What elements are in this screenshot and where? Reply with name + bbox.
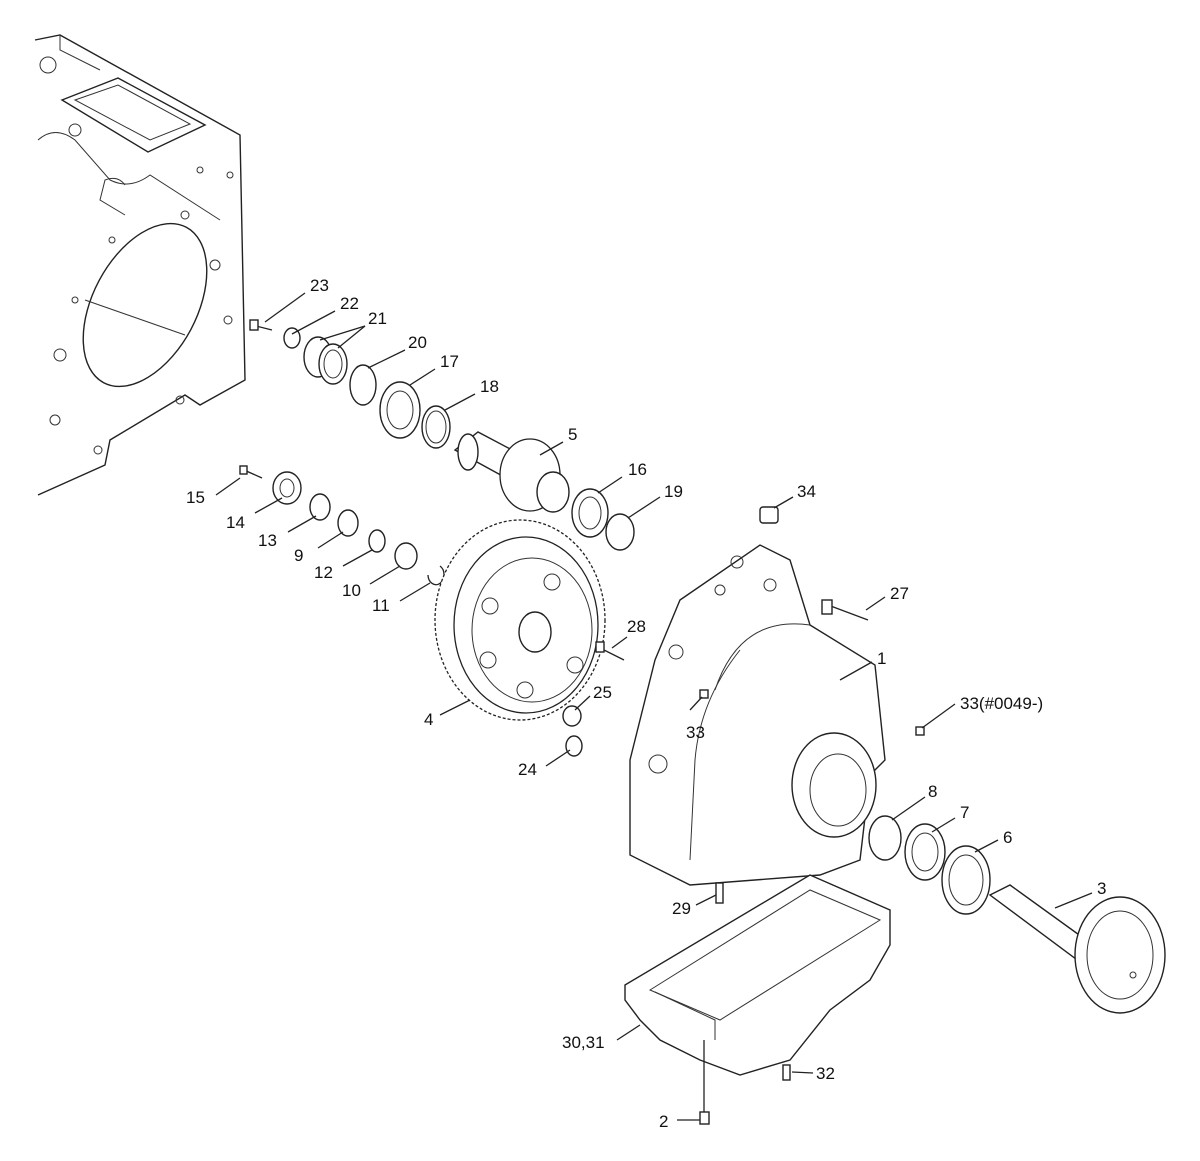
output-shaft-parts <box>868 815 1166 1014</box>
callout-15: 15 <box>186 488 205 507</box>
bolts <box>562 641 925 757</box>
callout-33-0049: 33(#0049-) <box>960 694 1043 713</box>
callout-17: 17 <box>440 352 459 371</box>
callout-13: 13 <box>258 531 277 550</box>
callout-33: 33 <box>686 723 705 742</box>
callout-6: 6 <box>1003 828 1012 847</box>
callout-14: 14 <box>226 513 245 532</box>
callout-10: 10 <box>342 581 361 600</box>
callout-25: 25 <box>593 683 612 702</box>
callout-1: 1 <box>877 649 886 668</box>
callout-4: 4 <box>424 710 433 729</box>
large-gear <box>434 519 606 721</box>
callout-19: 19 <box>664 482 683 501</box>
oil-pan <box>624 874 891 1125</box>
main-housing <box>629 506 886 886</box>
callout-3: 3 <box>1097 879 1106 898</box>
callout-21: 21 <box>368 309 387 328</box>
callout-30-31: 30,31 <box>562 1033 605 1052</box>
callout-9: 9 <box>294 546 303 565</box>
leader-lines <box>215 292 1093 1121</box>
callout-32: 32 <box>816 1064 835 1083</box>
callout-5: 5 <box>568 425 577 444</box>
pinion-shaft <box>453 431 635 551</box>
upper-shaft-parts <box>249 319 451 449</box>
callout-8: 8 <box>928 782 937 801</box>
callout-28: 28 <box>627 617 646 636</box>
callout-16: 16 <box>628 460 647 479</box>
callout-34: 34 <box>797 482 816 501</box>
callout-2: 2 <box>659 1112 668 1131</box>
callout-11: 11 <box>372 596 390 615</box>
small-bearing-parts <box>239 465 445 586</box>
engine-block-housing <box>34 34 246 496</box>
callout-labels: 23 22 21 20 17 18 5 15 14 13 9 12 10 11 … <box>186 276 1106 1131</box>
callout-24: 24 <box>518 760 537 779</box>
callout-12: 12 <box>314 563 333 582</box>
callout-22: 22 <box>340 294 359 313</box>
callout-29: 29 <box>672 899 691 918</box>
callout-18: 18 <box>480 377 499 396</box>
callout-20: 20 <box>408 333 427 352</box>
callout-7: 7 <box>960 803 969 822</box>
callout-27: 27 <box>890 584 909 603</box>
callout-23: 23 <box>310 276 329 295</box>
